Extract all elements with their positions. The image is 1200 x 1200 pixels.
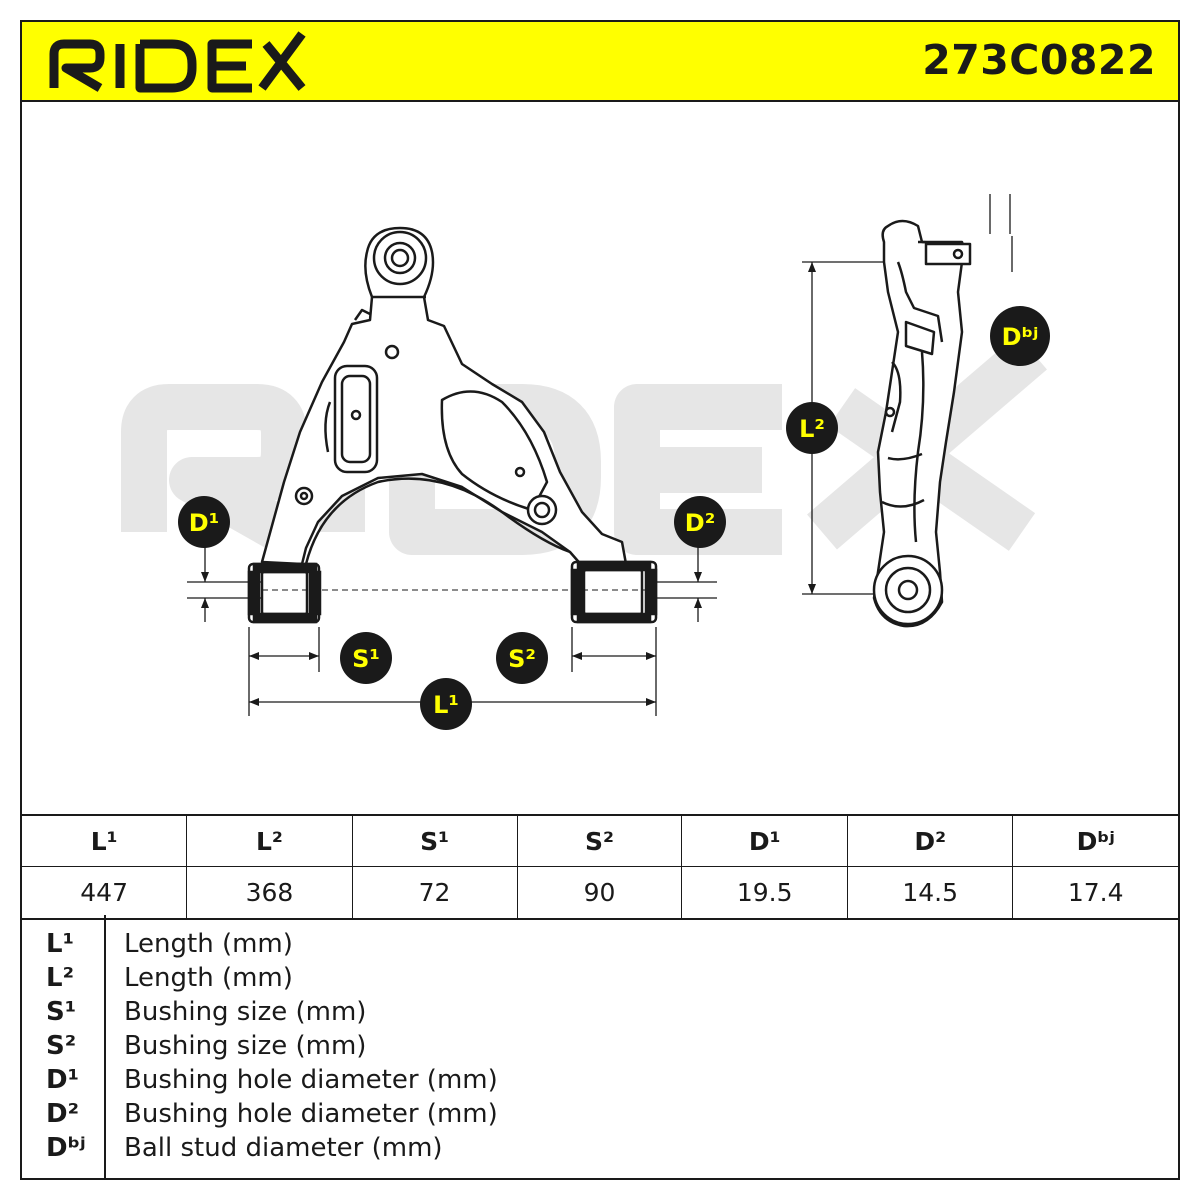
control-arm-drawing: D¹ D² S¹ S² L¹ L² Dᵇʲ <box>121 194 1050 730</box>
brand-logo <box>46 28 316 99</box>
legend-description: Length (mm) <box>124 963 293 993</box>
legend-item: L¹ Length (mm) <box>22 929 1178 963</box>
spec-header-cell: L² <box>186 814 353 867</box>
spec-value-cell: 17.4 <box>1012 866 1178 920</box>
marker-dbj: Dᵇʲ <box>1002 323 1039 351</box>
legend-item: S¹ Bushing size (mm) <box>22 997 1178 1031</box>
spec-value-cell: 447 <box>22 866 188 920</box>
legend: L¹ Length (mm) L² Length (mm) S¹ Bushing… <box>22 915 1178 1178</box>
spec-header-cell: D² <box>846 814 1014 867</box>
part-number: 273C0822 <box>922 36 1156 84</box>
legend-item: D² Bushing hole diameter (mm) <box>22 1099 1178 1133</box>
legend-description: Bushing hole diameter (mm) <box>124 1065 498 1095</box>
spec-header-cell: Dᵇʲ <box>1012 814 1178 867</box>
spec-header-cell: L¹ <box>22 814 188 867</box>
legend-item: S² Bushing size (mm) <box>22 1031 1178 1065</box>
legend-symbol: D² <box>46 1099 79 1129</box>
spec-header-cell: D¹ <box>681 814 848 867</box>
marker-s2: S² <box>508 645 536 673</box>
marker-l2: L² <box>799 415 825 443</box>
spec-value-cell: 19.5 <box>681 866 848 920</box>
spec-header-cell: S¹ <box>351 814 518 867</box>
legend-symbol: D¹ <box>46 1065 79 1095</box>
legend-description: Ball stud diameter (mm) <box>124 1133 443 1163</box>
marker-s1: S¹ <box>352 645 380 673</box>
spec-table-header-row: L¹ L² S¹ S² D¹ D² Dᵇʲ <box>22 814 1178 867</box>
front-bushing <box>247 562 322 624</box>
spec-value-cell: 14.5 <box>846 866 1014 920</box>
control-arm-side-view <box>872 219 972 628</box>
legend-symbol: L² <box>46 963 74 993</box>
legend-item: D¹ Bushing hole diameter (mm) <box>22 1065 1178 1099</box>
legend-description: Length (mm) <box>124 929 293 959</box>
control-arm-top-view <box>260 226 628 570</box>
legend-description: Bushing size (mm) <box>124 997 367 1027</box>
legend-symbol: L¹ <box>46 929 74 959</box>
legend-divider <box>104 915 106 1178</box>
legend-symbol: Dᵇʲ <box>46 1133 86 1163</box>
spec-value-cell: 72 <box>351 866 518 920</box>
legend-symbol: S¹ <box>46 997 77 1027</box>
technical-drawing: D¹ D² S¹ S² L¹ L² Dᵇʲ <box>22 102 1178 814</box>
legend-item: Dᵇʲ Ball stud diameter (mm) <box>22 1133 1178 1167</box>
spec-table-value-row: 447 368 72 90 19.5 14.5 17.4 <box>22 866 1178 920</box>
legend-item: L² Length (mm) <box>22 963 1178 997</box>
legend-symbol: S² <box>46 1031 77 1061</box>
dimension-arrows <box>201 262 816 706</box>
legend-description: Bushing hole diameter (mm) <box>124 1099 498 1129</box>
dimension-markers <box>178 306 1050 730</box>
marker-d2: D² <box>685 509 715 537</box>
spec-table: L¹ L² S¹ S² D¹ D² Dᵇʲ 447 368 72 90 19.5… <box>22 814 1178 920</box>
spec-value-cell: 368 <box>186 866 353 920</box>
dimension-marker-labels: D¹ D² S¹ S² L¹ L² Dᵇʲ <box>189 323 1039 719</box>
marker-l1: L¹ <box>433 691 459 719</box>
rear-bushing <box>570 560 658 624</box>
marker-d1: D¹ <box>189 509 219 537</box>
legend-description: Bushing size (mm) <box>124 1031 367 1061</box>
spec-value-cell: 90 <box>516 866 683 920</box>
spec-sheet: 273C0822 <box>20 20 1180 1180</box>
spec-header-cell: S² <box>516 814 683 867</box>
header-bar: 273C0822 <box>22 22 1178 102</box>
ridex-logo-icon <box>49 31 306 93</box>
